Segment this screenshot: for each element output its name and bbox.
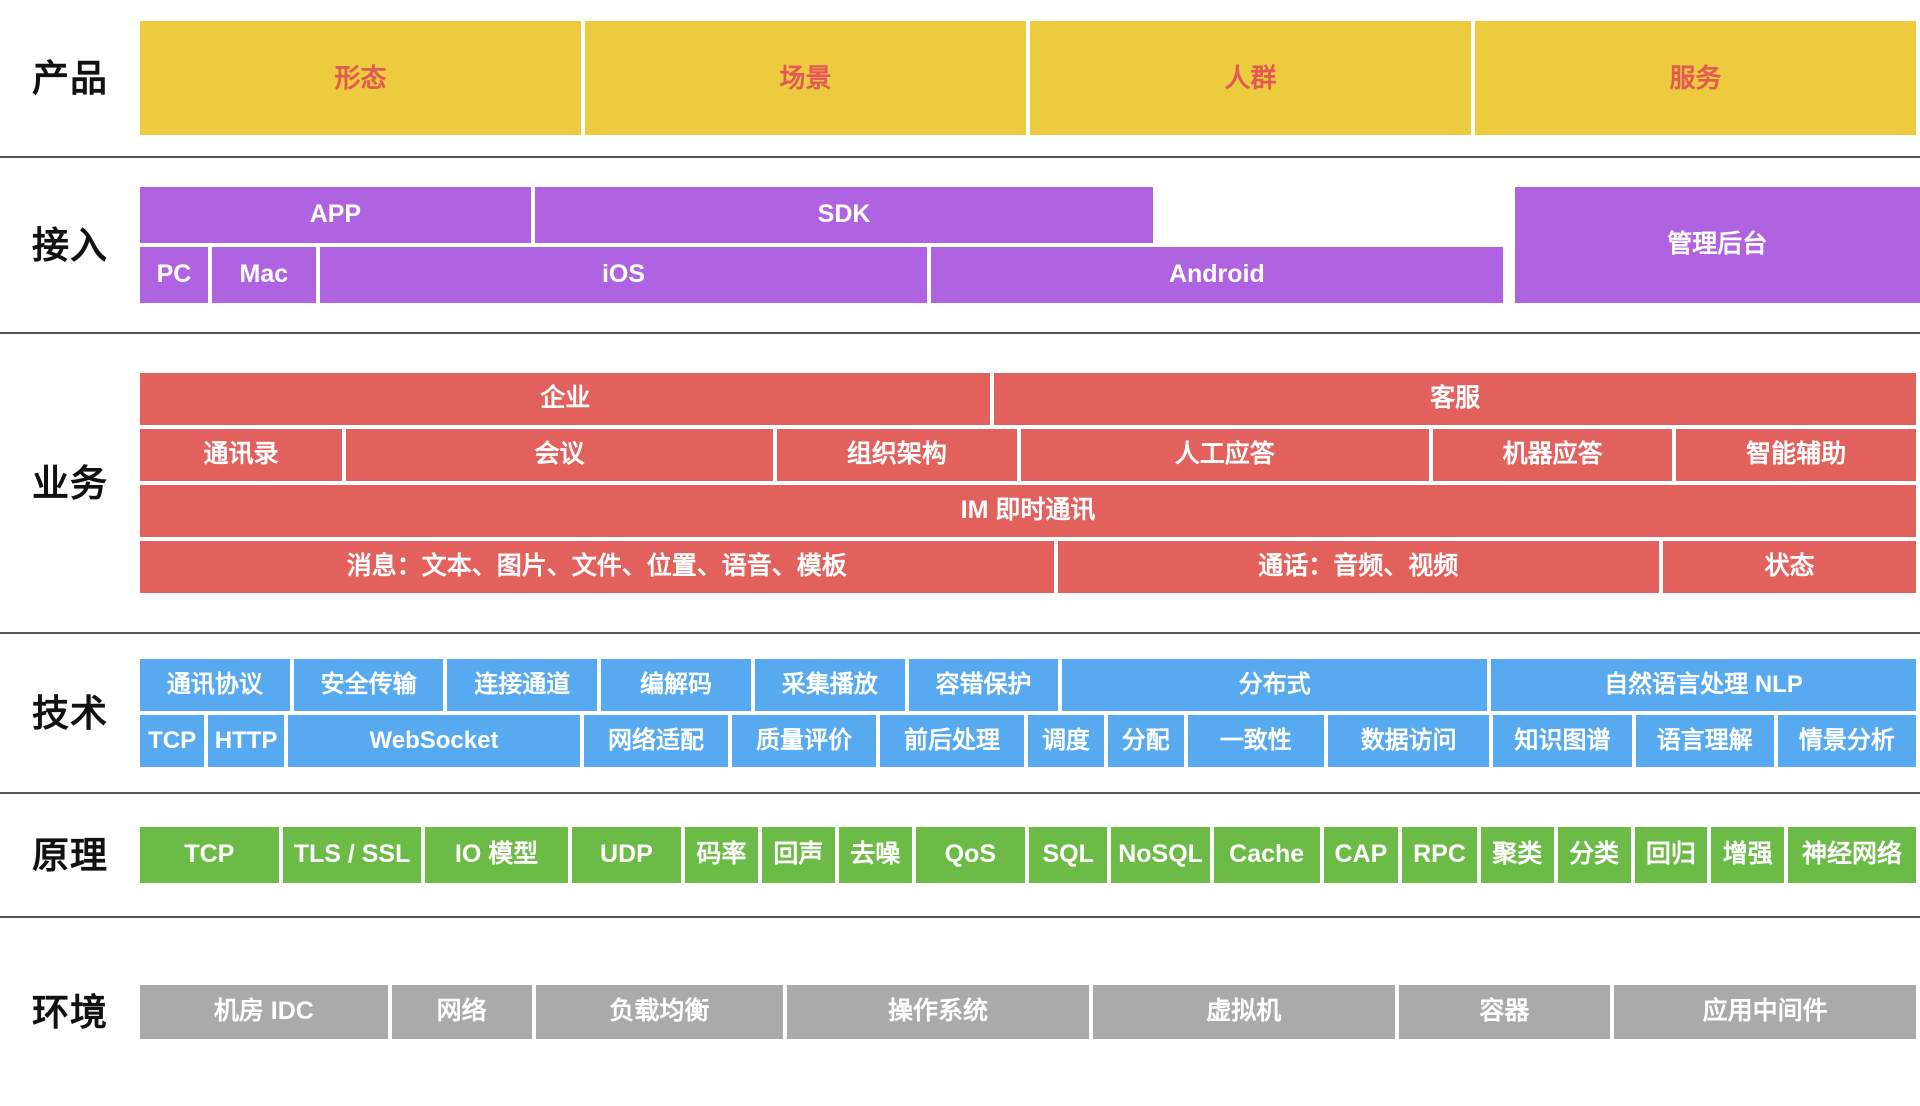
cell-business[interactable]: 通话：音频、视频 [1057, 541, 1660, 593]
cell-business[interactable]: 状态 [1663, 541, 1916, 593]
cell-tech[interactable]: HTTP [208, 715, 284, 767]
cell-principle[interactable]: 去噪 [838, 827, 912, 883]
cell-access[interactable]: Android [931, 247, 1503, 303]
layer-label-principle: 原理 [32, 834, 108, 876]
cell-business[interactable]: 消息：文本、图片、文件、位置、语音、模板 [140, 541, 1054, 593]
cell-principle[interactable]: UDP [571, 827, 682, 883]
cell-principle[interactable]: IO 模型 [425, 827, 568, 883]
cell-environment[interactable]: 网络 [391, 985, 532, 1039]
cell-tech[interactable]: 分配 [1107, 715, 1184, 767]
band-business-0: 企业客服 [140, 373, 1920, 425]
cell-business[interactable]: 企业 [140, 373, 991, 425]
cell-principle[interactable]: 增强 [1711, 827, 1785, 883]
band-tech-0: 通讯协议安全传输连接通道编解码采集播放容错保护分布式自然语言处理 NLP [140, 659, 1920, 711]
cell-tech[interactable]: 安全传输 [293, 659, 444, 711]
cell-business[interactable]: 组织架构 [777, 429, 1017, 481]
cell-principle[interactable]: TLS / SSL [282, 827, 422, 883]
cell-tech[interactable]: 知识图谱 [1493, 715, 1632, 767]
cell-principle[interactable]: 码率 [685, 827, 758, 883]
cell-access[interactable]: Mac [211, 247, 316, 303]
cell-tech[interactable]: 自然语言处理 NLP [1491, 659, 1916, 711]
cell-business[interactable]: 机器应答 [1432, 429, 1673, 481]
cell-tech[interactable]: 分布式 [1062, 659, 1488, 711]
cell-environment[interactable]: 应用中间件 [1614, 985, 1916, 1039]
cell-tech[interactable]: 情景分析 [1777, 715, 1916, 767]
cell-access[interactable]: PC [140, 247, 208, 303]
cell-principle[interactable]: CAP [1323, 827, 1399, 883]
cell-tech[interactable]: 连接通道 [447, 659, 598, 711]
cell-environment[interactable]: 容器 [1398, 985, 1611, 1039]
cell-tech[interactable]: 采集播放 [754, 659, 905, 711]
cell-tech[interactable]: 前后处理 [880, 715, 1025, 767]
cell-tech[interactable]: WebSocket [288, 715, 581, 767]
band-product-0: 形态场景人群服务 [140, 21, 1920, 135]
cell-access[interactable]: APP [140, 187, 531, 243]
band-business-1: 通讯录会议组织架构人工应答机器应答智能辅助 [140, 429, 1920, 481]
layer-label-business: 业务 [32, 462, 108, 504]
cell-tech[interactable]: 网络适配 [584, 715, 729, 767]
cell-principle[interactable]: QoS [915, 827, 1026, 883]
cell-environment[interactable]: 虚拟机 [1092, 985, 1395, 1039]
cell-environment[interactable]: 机房 IDC [140, 985, 388, 1039]
cell-tech[interactable]: 容错保护 [908, 659, 1059, 711]
cell-business[interactable]: 人工应答 [1020, 429, 1429, 481]
cell-principle[interactable]: 分类 [1557, 827, 1631, 883]
cell-principle[interactable]: 回归 [1634, 827, 1708, 883]
cell-tech[interactable]: 调度 [1028, 715, 1104, 767]
cell-business[interactable]: IM 即时通讯 [140, 485, 1916, 537]
cell-business[interactable]: 会议 [346, 429, 774, 481]
cell-business[interactable]: 智能辅助 [1676, 429, 1916, 481]
cell-tech[interactable]: TCP [140, 715, 205, 767]
cell-principle[interactable]: Cache [1213, 827, 1320, 883]
layer-label-product: 产品 [32, 57, 108, 99]
cell-tech[interactable]: 质量评价 [732, 715, 877, 767]
cell-product[interactable]: 服务 [1475, 21, 1916, 135]
cell-business[interactable]: 通讯录 [140, 429, 343, 481]
layer-body-product: 形态场景人群服务 [140, 21, 1920, 135]
cell-product[interactable]: 人群 [1030, 21, 1471, 135]
cell-principle[interactable]: SQL [1029, 827, 1108, 883]
cell-product[interactable]: 形态 [140, 21, 581, 135]
cell-principle[interactable]: NoSQL [1111, 827, 1210, 883]
layer-label-environment: 环境 [32, 991, 108, 1033]
cell-principle[interactable]: 回声 [761, 827, 835, 883]
band-business-3: 消息：文本、图片、文件、位置、语音、模板通话：音频、视频状态 [140, 541, 1920, 593]
layer-row-product: 产品形态场景人群服务 [0, 0, 1920, 158]
band-business-2: IM 即时通讯 [140, 485, 1920, 537]
cell-environment[interactable]: 操作系统 [787, 985, 1089, 1039]
cell-access[interactable]: iOS [319, 247, 928, 303]
cell-tech[interactable]: 编解码 [601, 659, 751, 711]
layer-label-access: 接入 [32, 224, 108, 266]
cell-principle[interactable]: TCP [140, 827, 279, 883]
cell-product[interactable]: 场景 [585, 21, 1026, 135]
cell-principle[interactable]: 神经网络 [1788, 827, 1916, 883]
cell-tech[interactable]: 一致性 [1187, 715, 1324, 767]
layer-label-tech: 技术 [32, 692, 108, 734]
cell-tech[interactable]: 数据访问 [1327, 715, 1490, 767]
cell-access[interactable]: SDK [534, 187, 1154, 243]
cell-tech[interactable]: 通讯协议 [140, 659, 290, 711]
cell-environment[interactable]: 负载均衡 [535, 985, 784, 1039]
cell-business[interactable]: 客服 [994, 373, 1916, 425]
cell-tech[interactable]: 语言理解 [1635, 715, 1774, 767]
cell-access[interactable]: 管理后台 [1514, 187, 1920, 303]
cell-principle[interactable]: RPC [1402, 827, 1477, 883]
cell-principle[interactable]: 聚类 [1480, 827, 1554, 883]
